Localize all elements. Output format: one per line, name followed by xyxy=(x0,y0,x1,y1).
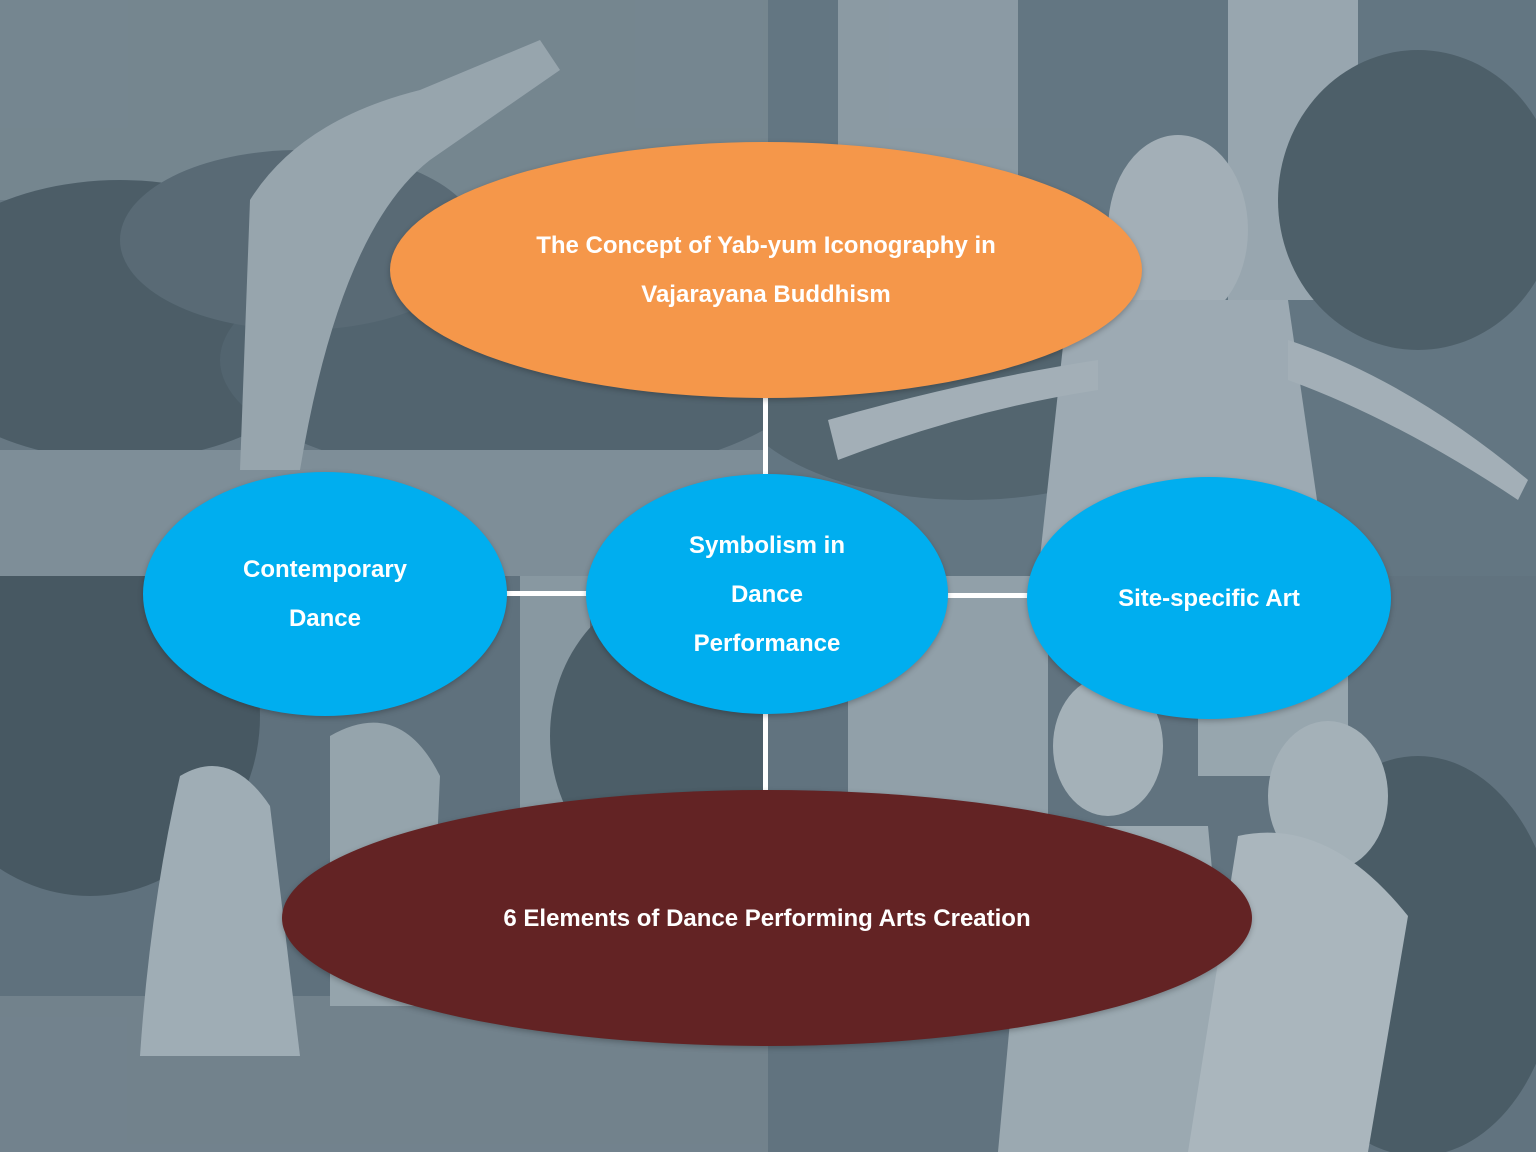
connector-center-to-right xyxy=(946,593,1029,598)
symbolism-node: Symbolism in Dance Performance xyxy=(586,474,948,714)
six-elements-node: 6 Elements of Dance Performing Arts Crea… xyxy=(282,790,1252,1046)
contemporary-dance-node: Contemporary Dance xyxy=(143,472,507,716)
concept-node-text: The Concept of Yab-yum Iconography in Va… xyxy=(456,221,1076,319)
concept-node-line-1: The Concept of Yab-yum Iconography in xyxy=(536,232,996,259)
site-specific-art-text: Site-specific Art xyxy=(1118,584,1300,612)
contemporary-dance-line-2: Dance xyxy=(288,605,362,632)
symbolism-text: Symbolism in Dance Performance xyxy=(586,521,948,668)
connector-center-to-bottom xyxy=(763,712,768,792)
contemporary-dance-text: Contemporary Dance xyxy=(163,545,487,643)
concept-node-line-2: Vajarayana Buddhism xyxy=(641,281,891,308)
symbolism-line-1: Symbolism in xyxy=(688,531,846,559)
contemporary-dance-line-1: Contemporary xyxy=(242,556,408,583)
connector-left-to-center xyxy=(505,591,588,596)
site-specific-art-node: Site-specific Art xyxy=(1027,477,1391,719)
six-elements-text: 6 Elements of Dance Performing Arts Crea… xyxy=(503,904,1031,932)
concept-node-yab-yum: The Concept of Yab-yum Iconography in Va… xyxy=(390,142,1142,398)
symbolism-line-2: Dance Performance xyxy=(693,580,841,657)
connector-top-to-center xyxy=(763,396,768,476)
